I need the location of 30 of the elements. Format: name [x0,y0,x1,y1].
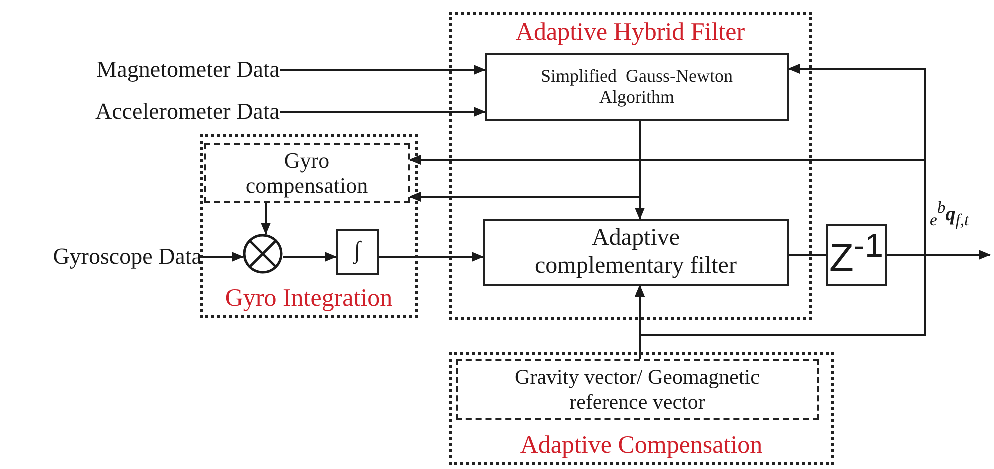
group-title: Gyro Integration [224,285,394,313]
box-label: ∫ [354,238,361,266]
group-title: Adaptive Hybrid Filter [514,19,746,47]
box-label: Gyro compensation [244,148,370,198]
box-label: Simplified Gauss-Newton Algorithm [540,66,734,108]
arrow [202,252,244,262]
dashed-process-box [204,143,410,203]
input-label: Magnetometer Data [96,55,280,85]
arrow [635,285,645,359]
input-label: Accelerometer Data [95,97,280,127]
arrow [409,155,926,256]
arrow [261,203,271,235]
arrow [280,107,486,117]
group-title: Adaptive Compensation [519,432,764,460]
arrow [283,252,337,262]
process-box [485,53,789,121]
dashed-process-box [456,359,819,420]
arrow [409,121,641,202]
input-label: Gyroscope Data [53,242,202,272]
dotted-group-frame [200,134,418,318]
multiplier-circle [243,234,283,274]
dotted-group-frame [449,12,812,320]
box-label: Adaptive complementary filter [534,224,738,280]
arrow [280,65,486,75]
box-label: Z$^{-1}$ [829,228,884,282]
process-box [483,219,789,286]
dotted-group-frame [449,352,834,465]
process-box [336,229,379,275]
box-label: Gravity vector/ Geomagnetic reference vector [514,365,761,414]
arrow [379,252,484,262]
